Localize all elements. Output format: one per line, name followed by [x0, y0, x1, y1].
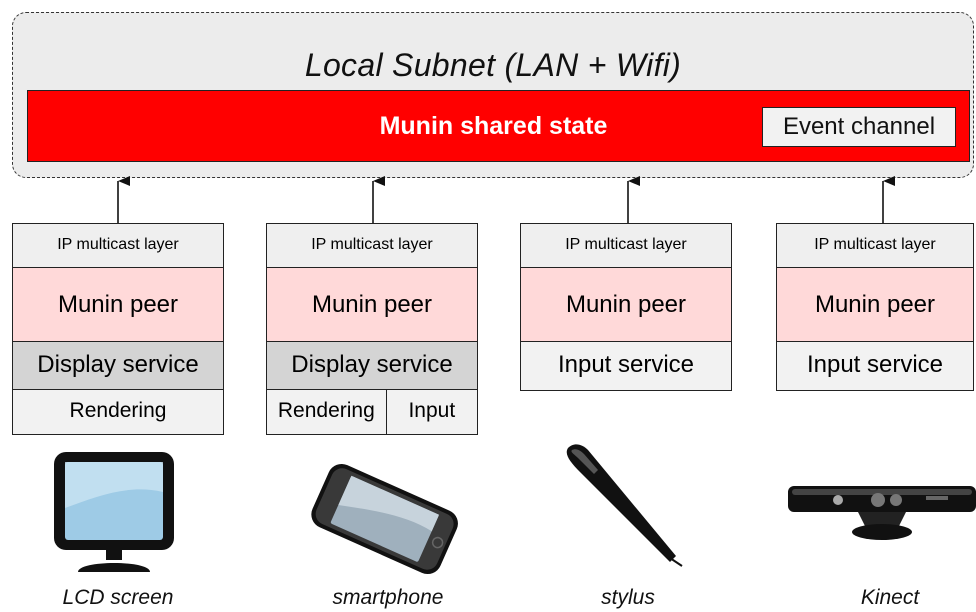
display-service: Display service	[267, 342, 477, 390]
ip-multicast-layer: IP multicast layer	[13, 224, 223, 268]
device-label-kinect: Kinect	[860, 586, 920, 609]
munin-peer: Munin peer	[13, 268, 223, 342]
kinect-icon	[788, 486, 976, 540]
ip-multicast-layer: IP multicast layer	[521, 224, 731, 268]
peer-stack-smartphone: IP multicast layer Munin peer Display se…	[266, 223, 478, 435]
ip-multicast-layer: IP multicast layer	[267, 224, 477, 268]
munin-shared-state: Munin shared state Event channel	[27, 90, 970, 162]
subnet-title: Local Subnet (LAN + Wifi)	[304, 47, 682, 83]
lcd-monitor-icon	[54, 452, 174, 572]
device-label-stylus: stylus	[601, 586, 655, 609]
peer-stack-kinect: IP multicast layer Munin peer Input serv…	[776, 223, 974, 391]
event-channel-box: Event channel	[762, 107, 956, 147]
input-service: Input service	[521, 342, 731, 390]
smartphone-icon	[311, 463, 458, 575]
rendering-layer: Rendering	[267, 390, 387, 434]
peer-stack-lcd: IP multicast layer Munin peer Display se…	[12, 223, 224, 435]
input-layer: Input	[408, 399, 456, 422]
munin-peer: Munin peer	[267, 268, 477, 342]
device-label-smartphone: smartphone	[332, 586, 444, 609]
device-label-lcd: LCD screen	[62, 586, 174, 609]
stylus-icon	[566, 444, 683, 567]
bottom-split-layer: Rendering Input	[267, 390, 477, 434]
rendering-layer: Rendering	[13, 390, 223, 434]
munin-peer: Munin peer	[521, 268, 731, 342]
shared-state-label: Munin shared state	[379, 112, 608, 140]
input-service: Input service	[777, 342, 973, 390]
peer-stack-stylus: IP multicast layer Munin peer Input serv…	[520, 223, 732, 391]
display-service: Display service	[13, 342, 223, 390]
ip-multicast-layer: IP multicast layer	[777, 224, 973, 268]
munin-peer: Munin peer	[777, 268, 973, 342]
